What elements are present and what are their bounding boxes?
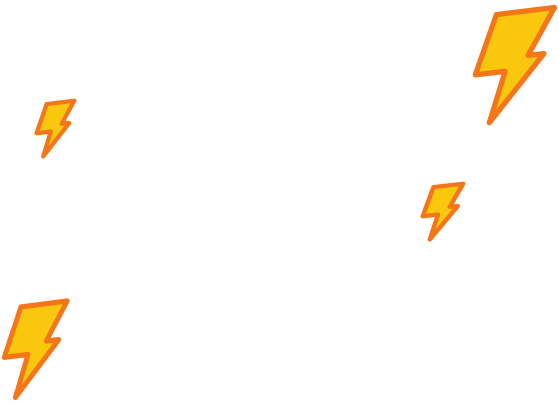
lightning-bolt-icon <box>420 181 466 242</box>
lightning-bolt-icon <box>470 4 558 128</box>
lightning-bolt-icon <box>34 98 77 159</box>
lightning-bolt-icon <box>0 298 70 402</box>
